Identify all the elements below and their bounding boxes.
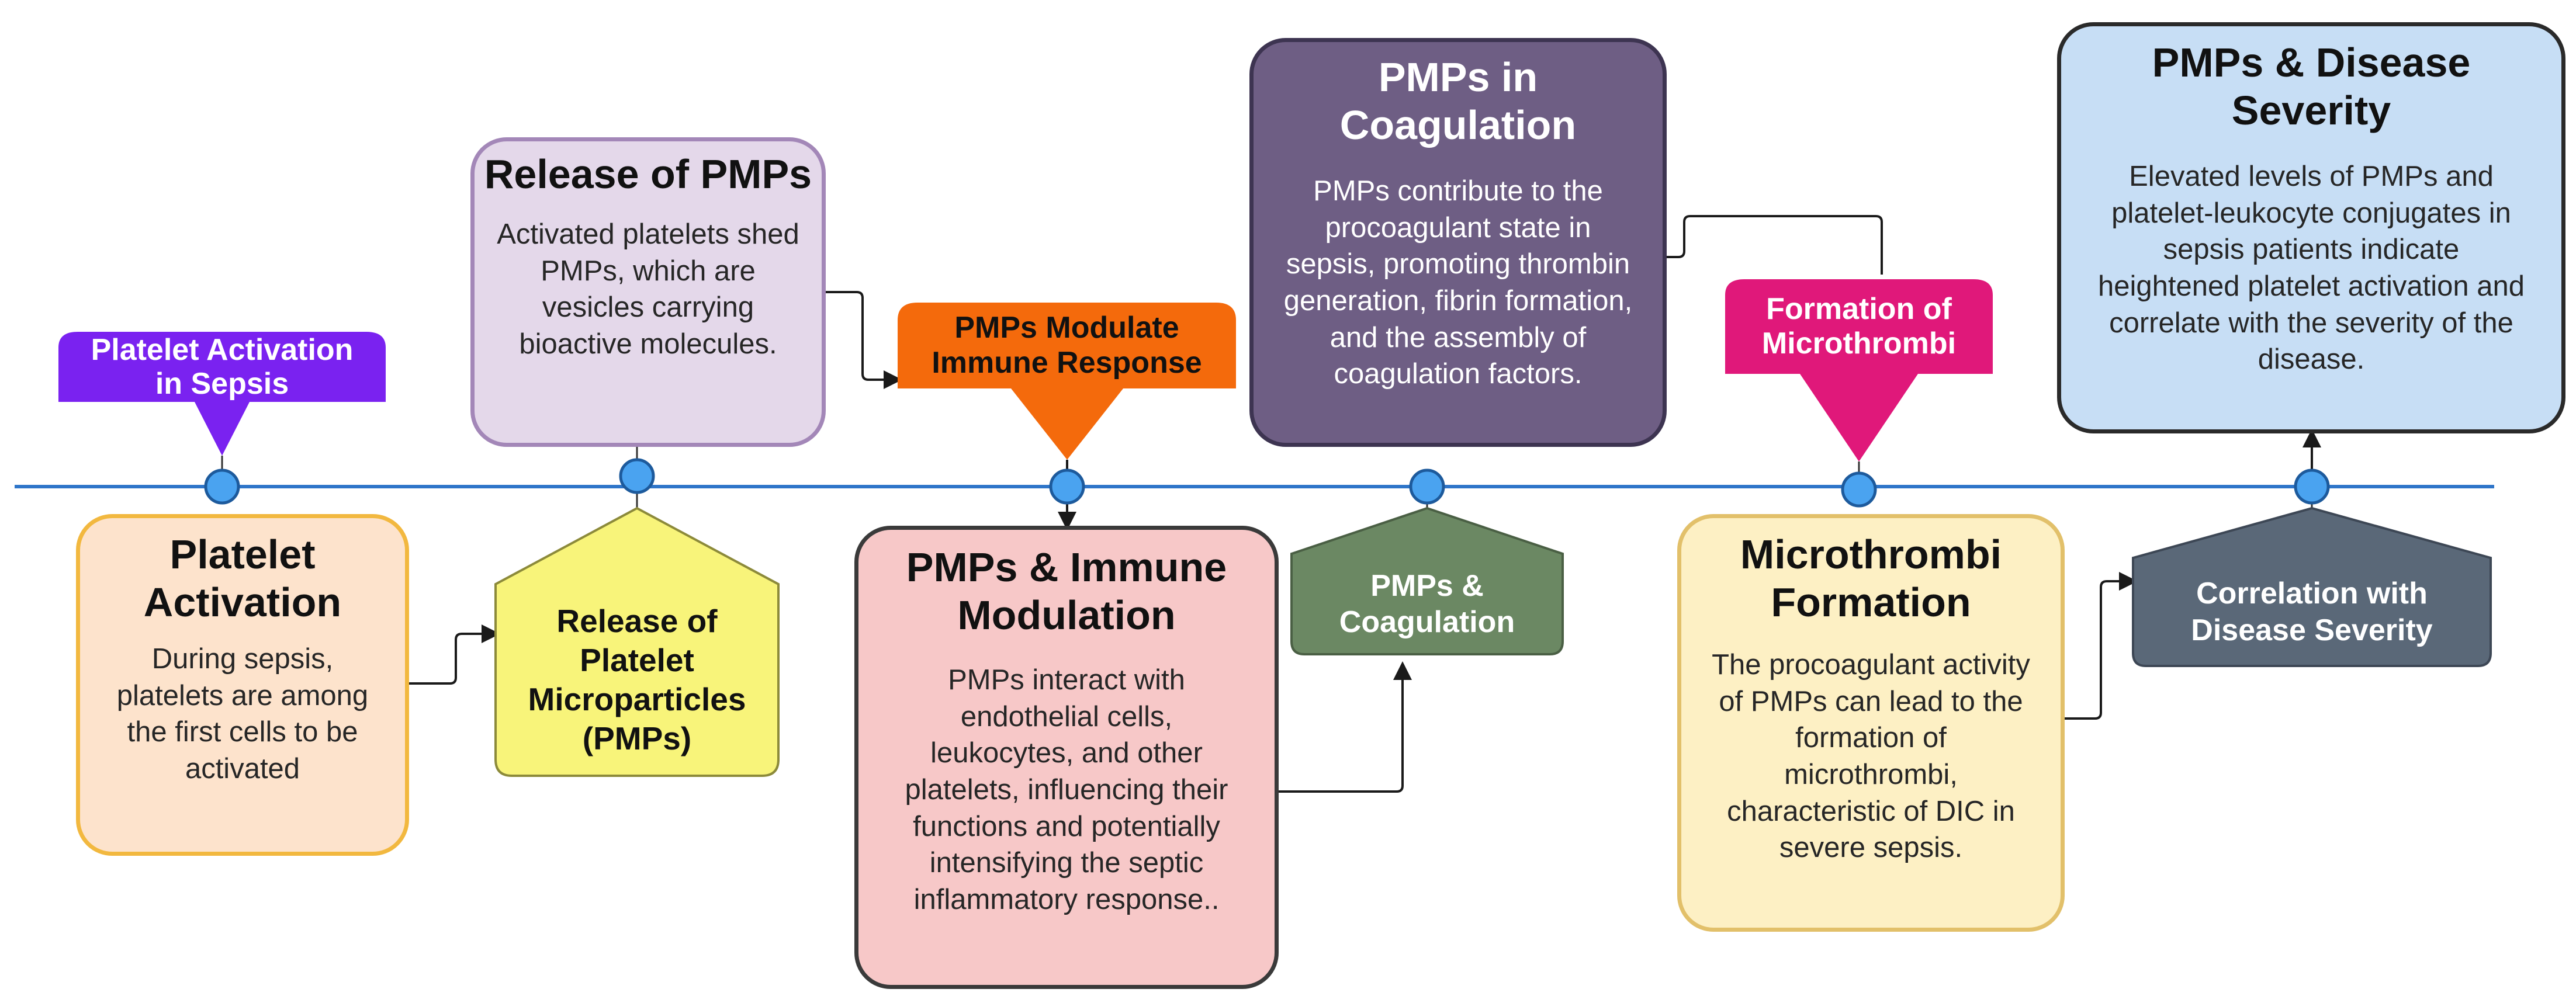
arrow-activation-to-release [409,624,500,685]
card-microthrombi-formation-text: The procoagulant activity of PMPs can le… [1712,648,2030,864]
callout-shape-platelet-activation [58,332,386,456]
timeline-node-5 [1841,471,1877,508]
callout-pmps-and-coagulation: PMPs & Coagulation [1339,568,1515,639]
callout-platelet-activation-in-sepsis: Platelet Activation in Sepsis [91,332,354,401]
card-platelet-activation: Platelet Activation During sepsis, plate… [76,514,409,856]
line-coag-to-micro [1667,215,1883,275]
timeline-node-1 [204,468,240,505]
card-release-of-pmps-text: Activated platelets shed PMPs, which are… [497,218,799,360]
timeline-node-6 [2294,468,2330,505]
card-pmps-disease-severity-text: Elevated levels of PMPs and platelet-leu… [2097,160,2525,376]
callout-release-of-platelet-microparticles: Release of Platelet Microparticles (PMPs… [528,602,746,757]
callout-shape-severity [2132,506,2492,667]
card-platelet-activation-text: During sepsis, platelets are among the f… [116,643,369,785]
card-pmps-disease-severity-title: PMPs & Disease Severity [2152,40,2471,133]
card-microthrombi-formation-title: Microthrombi Formation [1740,532,2002,625]
card-pmps-in-coagulation: PMPs in Coagulation PMPs contribute to t… [1249,38,1667,447]
card-pmps-disease-severity: PMPs & Disease Severity Elevated levels … [2057,22,2565,433]
timeline-node-3 [1049,468,1085,505]
arrow-immune-to-coag [1279,661,1412,793]
card-pmps-immune-modulation-title: PMPs & Immune Modulation [906,544,1227,638]
arrow-micro-to-severity [2065,572,2138,720]
callout-shape-microthrombi [1725,279,1993,461]
card-platelet-activation-title: Platelet Activation [143,532,342,625]
card-pmps-immune-modulation-text: PMPs interact with endothelial cells, le… [905,664,1228,916]
card-pmps-immune-modulation: PMPs & Immune Modulation PMPs interact w… [854,526,1279,989]
timeline-node-2 [619,458,655,494]
callout-formation-of-microthrombi: Formation of Microthrombi [1761,291,1957,360]
callout-shape-coagulation [1290,506,1564,655]
callout-shape-immune [898,303,1236,460]
callout-correlation-with-disease-severity: Correlation with Disease Severity [2191,577,2433,647]
card-release-of-pmps: Release of PMPs Activated platelets shed… [470,137,826,447]
arrow-release-to-immune [826,291,902,389]
timeline-node-4 [1409,468,1445,505]
card-microthrombi-formation: Microthrombi Formation The procoagulant … [1677,514,2065,932]
callout-shape-release [494,506,780,777]
card-release-of-pmps-title: Release of PMPs [484,151,812,197]
callout-pmps-modulate-immune-response: PMPs Modulate Immune Response [932,311,1202,380]
card-pmps-in-coagulation-text: PMPs contribute to the procoagulant stat… [1283,175,1633,390]
card-pmps-in-coagulation-title: PMPs in Coagulation [1339,54,1577,148]
